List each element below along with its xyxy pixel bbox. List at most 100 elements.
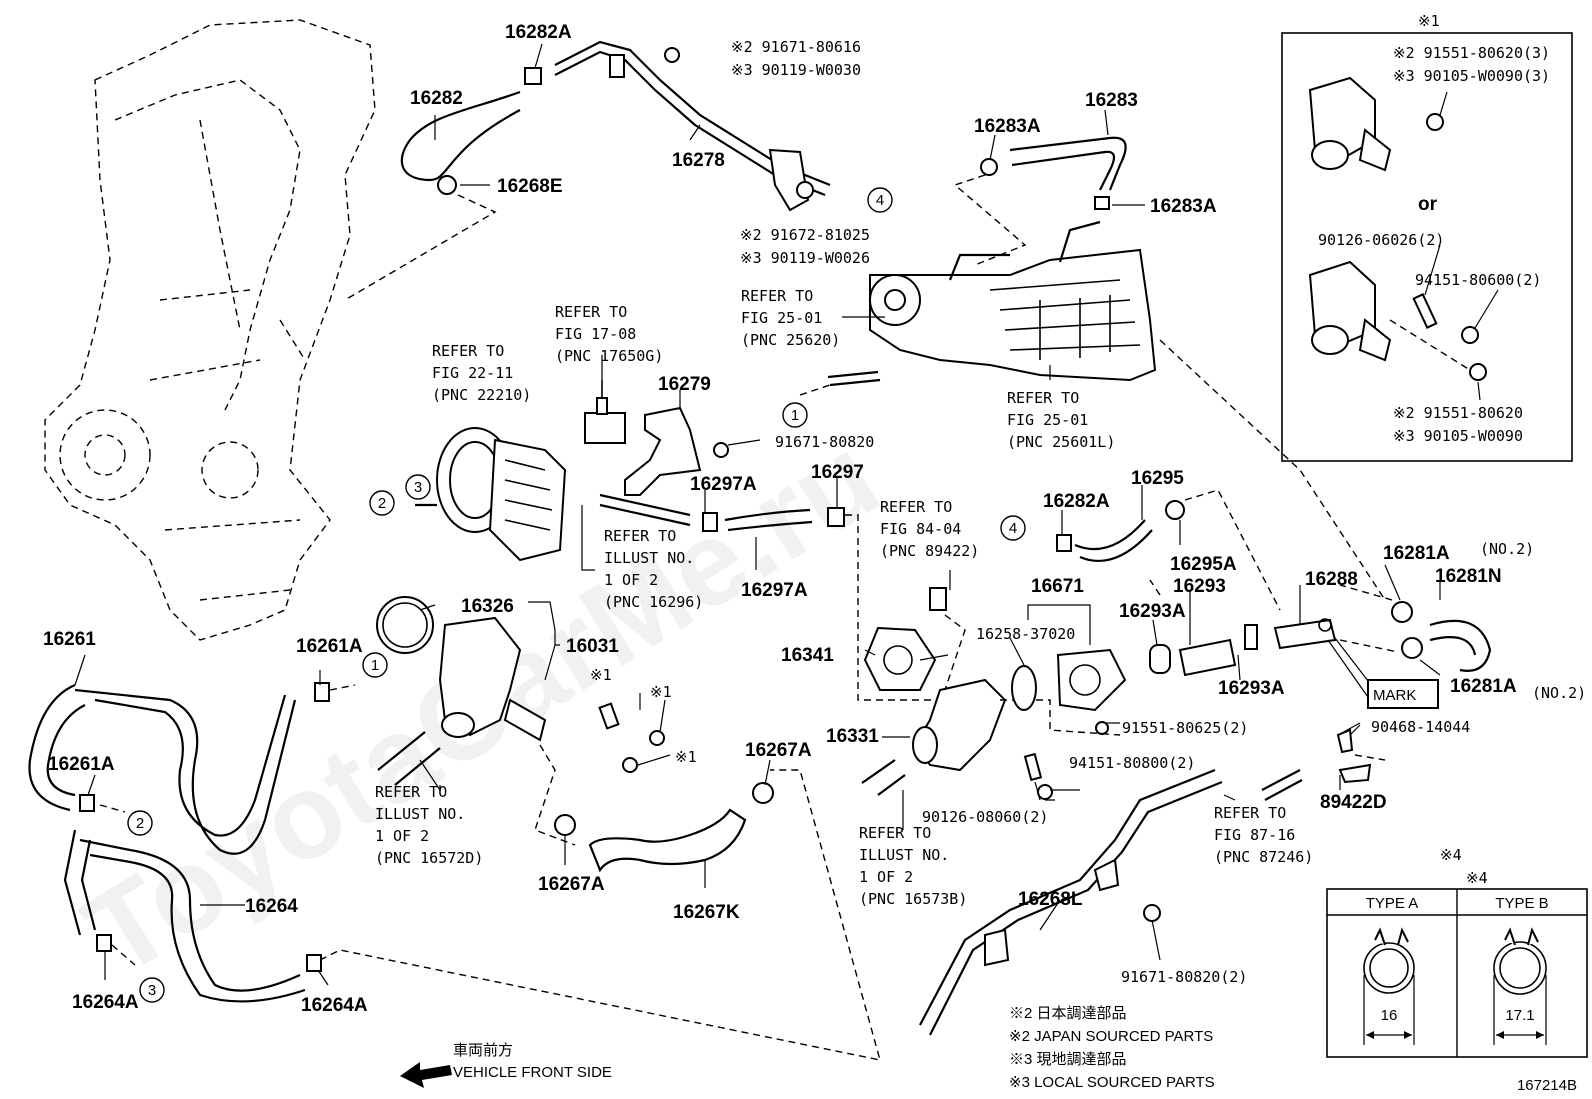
ring-16258-37020: [1011, 665, 1037, 711]
part-label-16283A: 16283A: [974, 116, 1041, 137]
inset4-dim-a: 16: [1381, 1007, 1398, 1024]
clamp-16297A-a: [702, 512, 718, 532]
clamp-16261A-b: [79, 794, 95, 812]
inset1-line: ※2 91551-80620: [1393, 404, 1523, 422]
clamp-16283A-a: [980, 158, 998, 176]
hose-16281N: [1429, 619, 1492, 672]
refer-to-text: FIG 84-04: [880, 520, 961, 538]
fastener-label: ※1: [650, 683, 672, 701]
callout-circle: [1000, 515, 1026, 541]
part-label-16268E: 16268E: [497, 176, 563, 197]
no2-note-a: (NO.2): [1480, 540, 1534, 558]
part-label-16671: 16671: [1031, 576, 1084, 597]
part-label-16282A: 16282A: [1043, 491, 1110, 512]
hose-16295: [1074, 519, 1153, 562]
inset1-line: 94151-80600(2): [1415, 271, 1541, 289]
callout-number: 3: [148, 982, 156, 999]
sourcing-note: ※3 現地調達部品: [1009, 1051, 1127, 1068]
part-label-16261A: 16261A: [48, 754, 115, 775]
sensor-89422: [929, 587, 947, 611]
clamp-16267A-b: [752, 782, 774, 804]
inset1-line: 90126-06026(2): [1318, 231, 1444, 249]
part-label-16293: 16293: [1173, 576, 1226, 597]
bolt-a: [622, 757, 638, 773]
fastener-label: 91551-80625(2): [1122, 719, 1248, 737]
refer-to-text: REFER TO: [880, 498, 952, 516]
fastener-label: ※1: [675, 748, 697, 766]
inset4-title: ※4: [1466, 869, 1488, 887]
inset4-type-b: TYPE B: [1495, 895, 1548, 912]
refer-to-text: 1 OF 2: [859, 868, 913, 886]
nut-a: [649, 730, 665, 746]
part-label-16282: 16282: [410, 88, 463, 109]
part-label-16326: 16326: [461, 596, 514, 617]
part-label-16288: 16288: [1305, 569, 1358, 590]
bolt-91671-80820-a: [713, 442, 729, 458]
callout-number: 4: [1009, 520, 1017, 537]
part-label-16282A: 16282A: [505, 22, 572, 43]
part-label-16268L: 16268L: [1018, 889, 1083, 910]
inset4-dim-b: 17.1: [1505, 1007, 1534, 1024]
no2-note-b: (NO.2): [1532, 684, 1586, 702]
callout-number: 1: [371, 657, 379, 674]
callout-number: 3: [414, 479, 422, 496]
mark-box: [1367, 679, 1439, 709]
refer-to-text: FIG 87-16: [1214, 826, 1295, 844]
inset1-outlet-a: [1308, 76, 1444, 172]
stud-b: [1023, 752, 1043, 782]
clamp-16297A-b: [827, 507, 845, 527]
part-label-16267A: 16267A: [745, 740, 812, 761]
refer-to-text: REFER TO: [741, 287, 813, 305]
front-side-jp: 車両前方: [453, 1042, 513, 1059]
clamp-16281A-a: [1391, 601, 1413, 623]
throttle-body: [415, 427, 567, 562]
callout-number: 2: [378, 495, 386, 512]
labels-layer: 16282A162821627816268E1628316283A16283A1…: [43, 12, 1586, 1094]
clamp-16293A-b: [1244, 624, 1258, 650]
fastener-label: 90126-08060(2): [922, 808, 1048, 826]
callout-number: 2: [136, 815, 144, 832]
front-side-en: VEHICLE FRONT SIDE: [453, 1064, 612, 1081]
fastener-label: 16258-37020: [976, 625, 1075, 643]
part-label-16331: 16331: [826, 726, 879, 747]
hose-87246: [1261, 769, 1303, 801]
refer-to-text: ILLUST NO.: [859, 846, 949, 864]
part-label-16297A: 16297A: [690, 474, 757, 495]
part-label-16293A: 16293A: [1218, 678, 1285, 699]
gasket-16341: [863, 626, 937, 691]
fastener-label: ※4: [1440, 846, 1462, 864]
clamp-type-b: [1493, 927, 1547, 1045]
clip-90468-14044: [1336, 728, 1354, 754]
callout-circle: [362, 652, 388, 678]
part-label-16295A: 16295A: [1170, 554, 1237, 575]
refer-to-text: 1 OF 2: [375, 827, 429, 845]
hose-16293: [1178, 638, 1237, 677]
fastener-label: 91671-80820: [775, 433, 874, 451]
clip-89422D: [1338, 763, 1372, 784]
clamp-16293A-a: [1149, 644, 1171, 674]
clamp-16282A: [524, 67, 542, 85]
callout-circle: [782, 402, 808, 428]
clamp-16267A-a: [554, 814, 576, 836]
fastener-label: ※3 90119-W0026: [740, 249, 870, 267]
inset1-line: ※3 90105-W0090(3): [1393, 67, 1550, 85]
refer-to-text: (PNC 17650G): [555, 347, 663, 365]
refer-to-text: REFER TO: [1214, 804, 1286, 822]
water-outlet-16031: [438, 616, 547, 742]
hose-16297: [724, 508, 813, 532]
refer-to-text: (PNC 16296): [604, 593, 703, 611]
refer-to-text: FIG 25-01: [741, 309, 822, 327]
part-label-16279: 16279: [658, 374, 711, 395]
clamp-16282A-b: [1056, 534, 1072, 552]
callout-circle: [127, 810, 153, 836]
sourcing-note: ※3 LOCAL SOURCED PARTS: [1009, 1074, 1215, 1091]
pipe-16268L: [919, 768, 1223, 1036]
part-label-16278: 16278: [672, 150, 725, 171]
part-label-16283A: 16283A: [1150, 196, 1217, 217]
fastener-label: ※1: [590, 666, 612, 684]
sourcing-note: ※2 JAPAN SOURCED PARTS: [1009, 1028, 1213, 1045]
hose-16261: [28, 683, 297, 855]
bracket-16279: [584, 380, 702, 527]
part-label-16031: 16031: [566, 636, 619, 657]
